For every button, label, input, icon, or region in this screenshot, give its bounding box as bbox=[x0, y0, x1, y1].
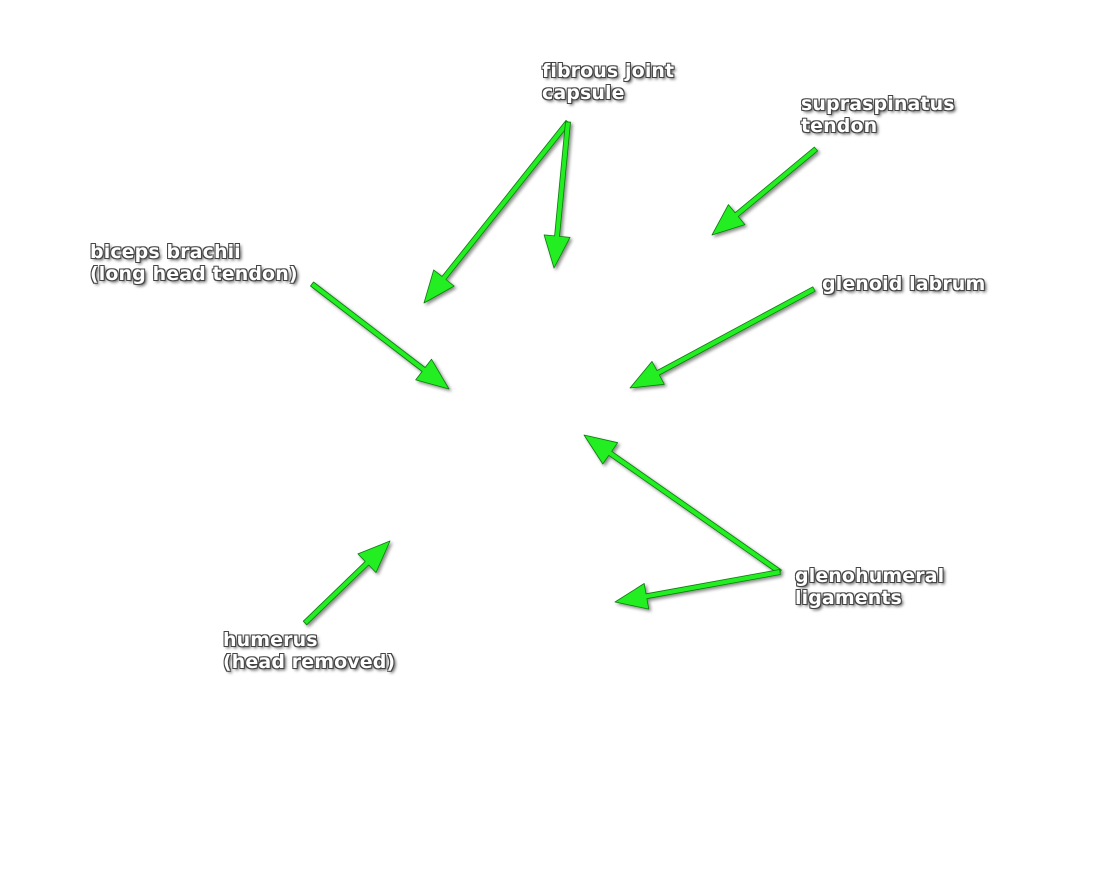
arrow-capsule-left bbox=[423, 120, 571, 304]
arrow-humerus bbox=[302, 540, 391, 626]
label-biceps-brachii: biceps brachii (long head tendon) bbox=[90, 241, 298, 285]
arrow-biceps bbox=[310, 281, 450, 390]
label-line: glenohumeral bbox=[795, 565, 945, 587]
label-glenoid-labrum: glenoid labrum bbox=[822, 273, 985, 295]
label-humerus: humerus (head removed) bbox=[223, 629, 395, 673]
label-line: tendon bbox=[801, 115, 878, 137]
arrow-glenoid-labrum bbox=[629, 286, 816, 389]
arrow-supraspinatus bbox=[711, 146, 818, 236]
label-line: supraspinatus bbox=[801, 93, 955, 115]
label-line: humerus bbox=[223, 629, 318, 651]
label-fibrous-joint-capsule: fibrous joint capsule bbox=[542, 60, 674, 104]
arrow-glenohumeral-up bbox=[583, 434, 782, 575]
label-line: capsule bbox=[542, 82, 625, 104]
label-line: (long head tendon) bbox=[90, 263, 298, 285]
label-line: (head removed) bbox=[223, 651, 396, 673]
arrow-capsule-down bbox=[543, 121, 571, 269]
label-line: biceps brachii bbox=[90, 241, 241, 263]
label-glenohumeral-ligaments: glenohumeral ligaments bbox=[795, 565, 944, 609]
arrow-glenohumeral-low bbox=[614, 569, 781, 610]
label-line: glenoid labrum bbox=[822, 273, 986, 295]
label-supraspinatus-tendon: supraspinatus tendon bbox=[801, 93, 955, 137]
label-line: ligaments bbox=[795, 587, 902, 609]
label-line: fibrous joint bbox=[542, 60, 675, 82]
